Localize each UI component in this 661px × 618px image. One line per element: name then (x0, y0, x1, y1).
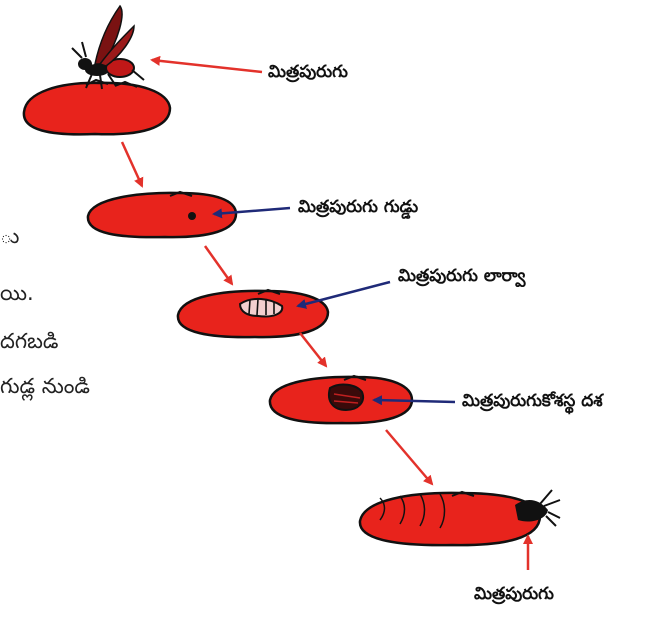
label-pupa: మిత్రపురుగుకోశస్థ దశ (462, 393, 603, 410)
host-caterpillar-stage-5 (360, 490, 560, 545)
label-emerging-adult: మిత్రపురుగు (474, 586, 554, 603)
red-arrow-1 (122, 142, 142, 186)
side-text-line-4: గుడ్ల నుండి (0, 376, 90, 397)
pupa-icon (329, 385, 363, 410)
host-caterpillar-stage-1 (24, 80, 170, 134)
egg-dot-icon (188, 212, 196, 220)
adult-wasp-icon (72, 6, 144, 89)
side-text-line-2: యి. (0, 283, 34, 304)
red-arrow-2 (205, 246, 232, 284)
host-caterpillar-stage-3 (178, 290, 328, 337)
red-arrow-4 (386, 430, 432, 484)
pointer-larva (298, 282, 390, 306)
larva-icon (240, 299, 282, 317)
label-egg: మిత్రపురుగు గుడ్డు (298, 199, 418, 216)
pointer-adult (152, 60, 262, 72)
side-text-line-1: ు (0, 226, 19, 247)
label-larva: మిత్రపురుగు లార్వా (398, 268, 525, 285)
host-caterpillar-stage-2 (88, 192, 236, 237)
red-arrow-3 (300, 333, 326, 366)
side-text-line-3: దగబడి (0, 331, 58, 352)
label-adult-wasp: మిత్రపురుగు (268, 64, 348, 81)
